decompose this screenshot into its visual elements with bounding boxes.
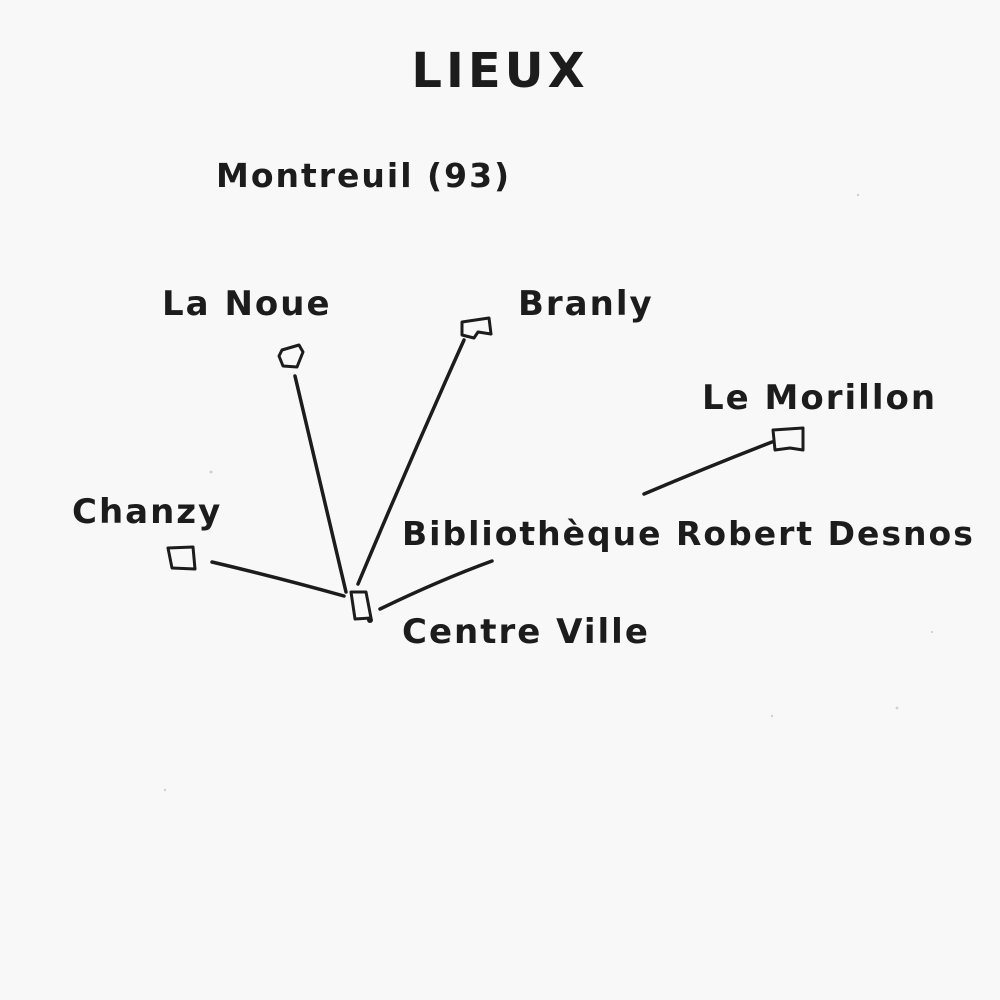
place-label-bibliotheque: Bibliothèque Robert Desnos bbox=[402, 514, 975, 553]
paper-speck bbox=[856, 193, 860, 197]
marker-chanzy-icon bbox=[166, 545, 197, 571]
link-la-noue bbox=[293, 374, 348, 594]
paper-speck bbox=[163, 788, 167, 792]
paper-speck bbox=[895, 706, 899, 710]
city-label: Montreuil (93) bbox=[216, 156, 512, 195]
marker-centre-ville-dot bbox=[367, 617, 373, 623]
link-chanzy bbox=[210, 560, 346, 598]
paper-speck bbox=[770, 714, 774, 718]
link-branly bbox=[356, 338, 466, 586]
place-label-centre-ville: Centre Ville bbox=[402, 612, 650, 652]
marker-centre-ville-icon bbox=[349, 590, 373, 621]
place-label-le-morillon: Le Morillon bbox=[702, 378, 938, 418]
place-label-la-noue: La Noue bbox=[162, 284, 332, 324]
place-label-chanzy: Chanzy bbox=[72, 492, 223, 532]
marker-le-morillon-icon bbox=[771, 426, 805, 452]
map-title: LIEUX bbox=[411, 43, 589, 99]
paper-speck bbox=[930, 630, 934, 634]
marker-la-noue-icon bbox=[277, 343, 305, 369]
marker-branly-icon bbox=[460, 316, 493, 340]
place-label-branly: Branly bbox=[518, 284, 654, 324]
paper-speck bbox=[209, 470, 213, 474]
link-bibliotheque bbox=[378, 559, 494, 611]
link-le-morillon bbox=[642, 440, 774, 496]
